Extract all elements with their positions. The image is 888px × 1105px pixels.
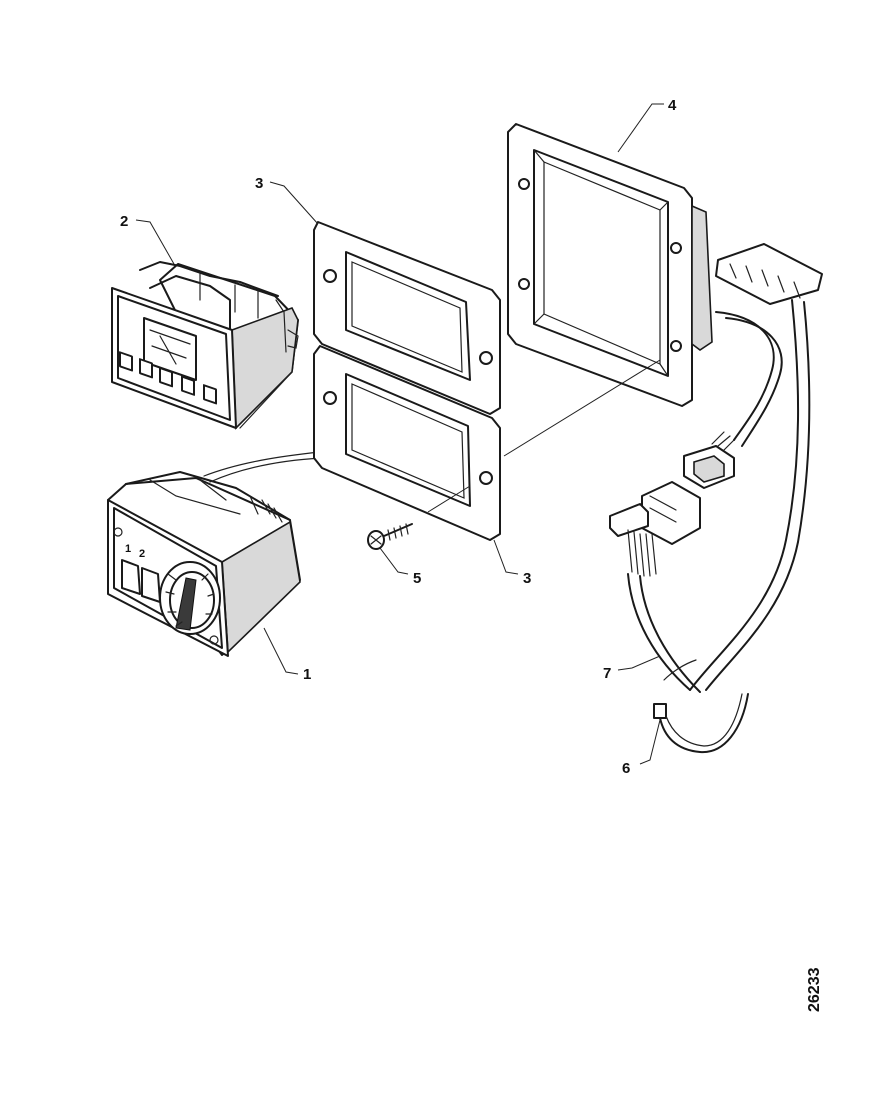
callout-3-upper-label: 3 xyxy=(255,175,263,192)
callout-7: 7 xyxy=(603,655,661,682)
callout-1: 1 xyxy=(263,627,311,683)
part-3-bezel-upper xyxy=(313,221,501,415)
callout-3-upper: 3 xyxy=(255,175,319,225)
part-7-wiring-harness xyxy=(427,243,823,693)
part-3-bezel-lower xyxy=(313,345,501,541)
callout-5-label: 5 xyxy=(413,570,421,587)
callout-4: 4 xyxy=(617,97,677,153)
callout-5: 5 xyxy=(379,547,421,587)
figure-reference-number: 26233 xyxy=(806,967,823,1013)
switch-label-2: 2 xyxy=(139,548,145,560)
part-4-mounting-frame xyxy=(507,123,713,407)
callout-7-label: 7 xyxy=(603,665,611,682)
callout-1-label: 1 xyxy=(303,666,311,683)
callout-4-label: 4 xyxy=(668,97,677,114)
callout-6: 6 xyxy=(622,719,661,777)
part-2-display-unit xyxy=(111,261,299,430)
part-1-switch-unit: 1 2 xyxy=(107,451,323,657)
callout-2-label: 2 xyxy=(120,213,128,230)
callout-2: 2 xyxy=(120,213,175,265)
callout-6-label: 6 xyxy=(622,760,630,777)
part-5-screw xyxy=(367,523,413,550)
callout-3-lower-label: 3 xyxy=(523,570,531,587)
part-6-sensor-lead xyxy=(653,693,749,754)
switch-label-1: 1 xyxy=(125,543,131,555)
callout-3-lower: 3 xyxy=(493,539,531,587)
